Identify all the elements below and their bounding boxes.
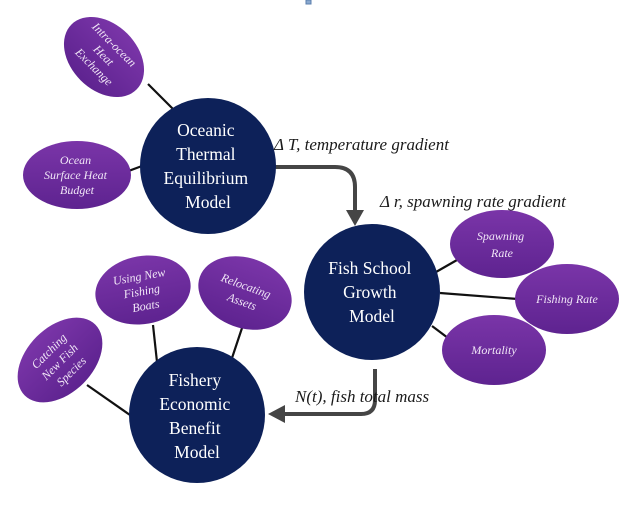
flow-label-spawning: Δ r, spawning rate gradient [379, 192, 567, 211]
main-node-label: Fishery Economic Benefit Model [159, 370, 234, 462]
sub-node-catching-new-fish-species[interactable]: Catching New Fish Species [1, 301, 118, 418]
flow-label-temperature: Δ T, temperature gradient [273, 135, 450, 154]
flow-arrow-mass [285, 369, 377, 416]
main-node-fish-school-growth-model[interactable]: Fish School Growth Model [304, 224, 440, 360]
link-new-species [86, 384, 131, 416]
sub-node-relocating-assets[interactable]: Relocating Assets [188, 244, 302, 343]
link-intra-ocean [147, 83, 175, 111]
sub-node-mortality[interactable]: Mortality [442, 315, 546, 385]
sub-node-using-new-fishing-boats[interactable]: Using New Fishing Boats [90, 248, 196, 332]
sub-node-intra-ocean-heat-exchange[interactable]: Intra-ocean Heat Exchange [48, 1, 160, 113]
main-node-label: Oceanic Thermal Equilibrium Model [164, 120, 253, 212]
link-mortality [431, 325, 449, 339]
sub-node-ocean-surface-heat-budget[interactable]: Ocean Surface Heat Budget [23, 141, 131, 209]
flow-label-mass: N(t), fish total mass [294, 387, 430, 406]
sub-node-label: Mortality [470, 343, 517, 357]
sub-node-label: Spawning Rate [477, 229, 527, 260]
arrow-head-left-icon [268, 405, 285, 423]
sub-node-label: Fishing Rate [535, 292, 598, 306]
flow-arrow-temperature [273, 165, 357, 212]
link-spawning-rate [435, 259, 458, 273]
arrow-head-down-icon [346, 210, 364, 226]
selection-handle-icon [305, 0, 312, 5]
link-relocating [230, 327, 244, 359]
main-node-label: Fish School Growth Model [328, 258, 416, 326]
sub-node-label: Ocean Surface Heat Budget [44, 153, 110, 197]
link-fishing-rate [439, 291, 519, 301]
main-node-oceanic-thermal-equilibrium-model[interactable]: Oceanic Thermal Equilibrium Model [140, 98, 276, 234]
sub-node-fishing-rate[interactable]: Fishing Rate [515, 264, 619, 334]
main-node-fishery-economic-benefit-model[interactable]: Fishery Economic Benefit Model [129, 347, 265, 483]
sub-node-spawning-rate[interactable]: Spawning Rate [450, 210, 554, 278]
link-new-boats [151, 324, 159, 363]
